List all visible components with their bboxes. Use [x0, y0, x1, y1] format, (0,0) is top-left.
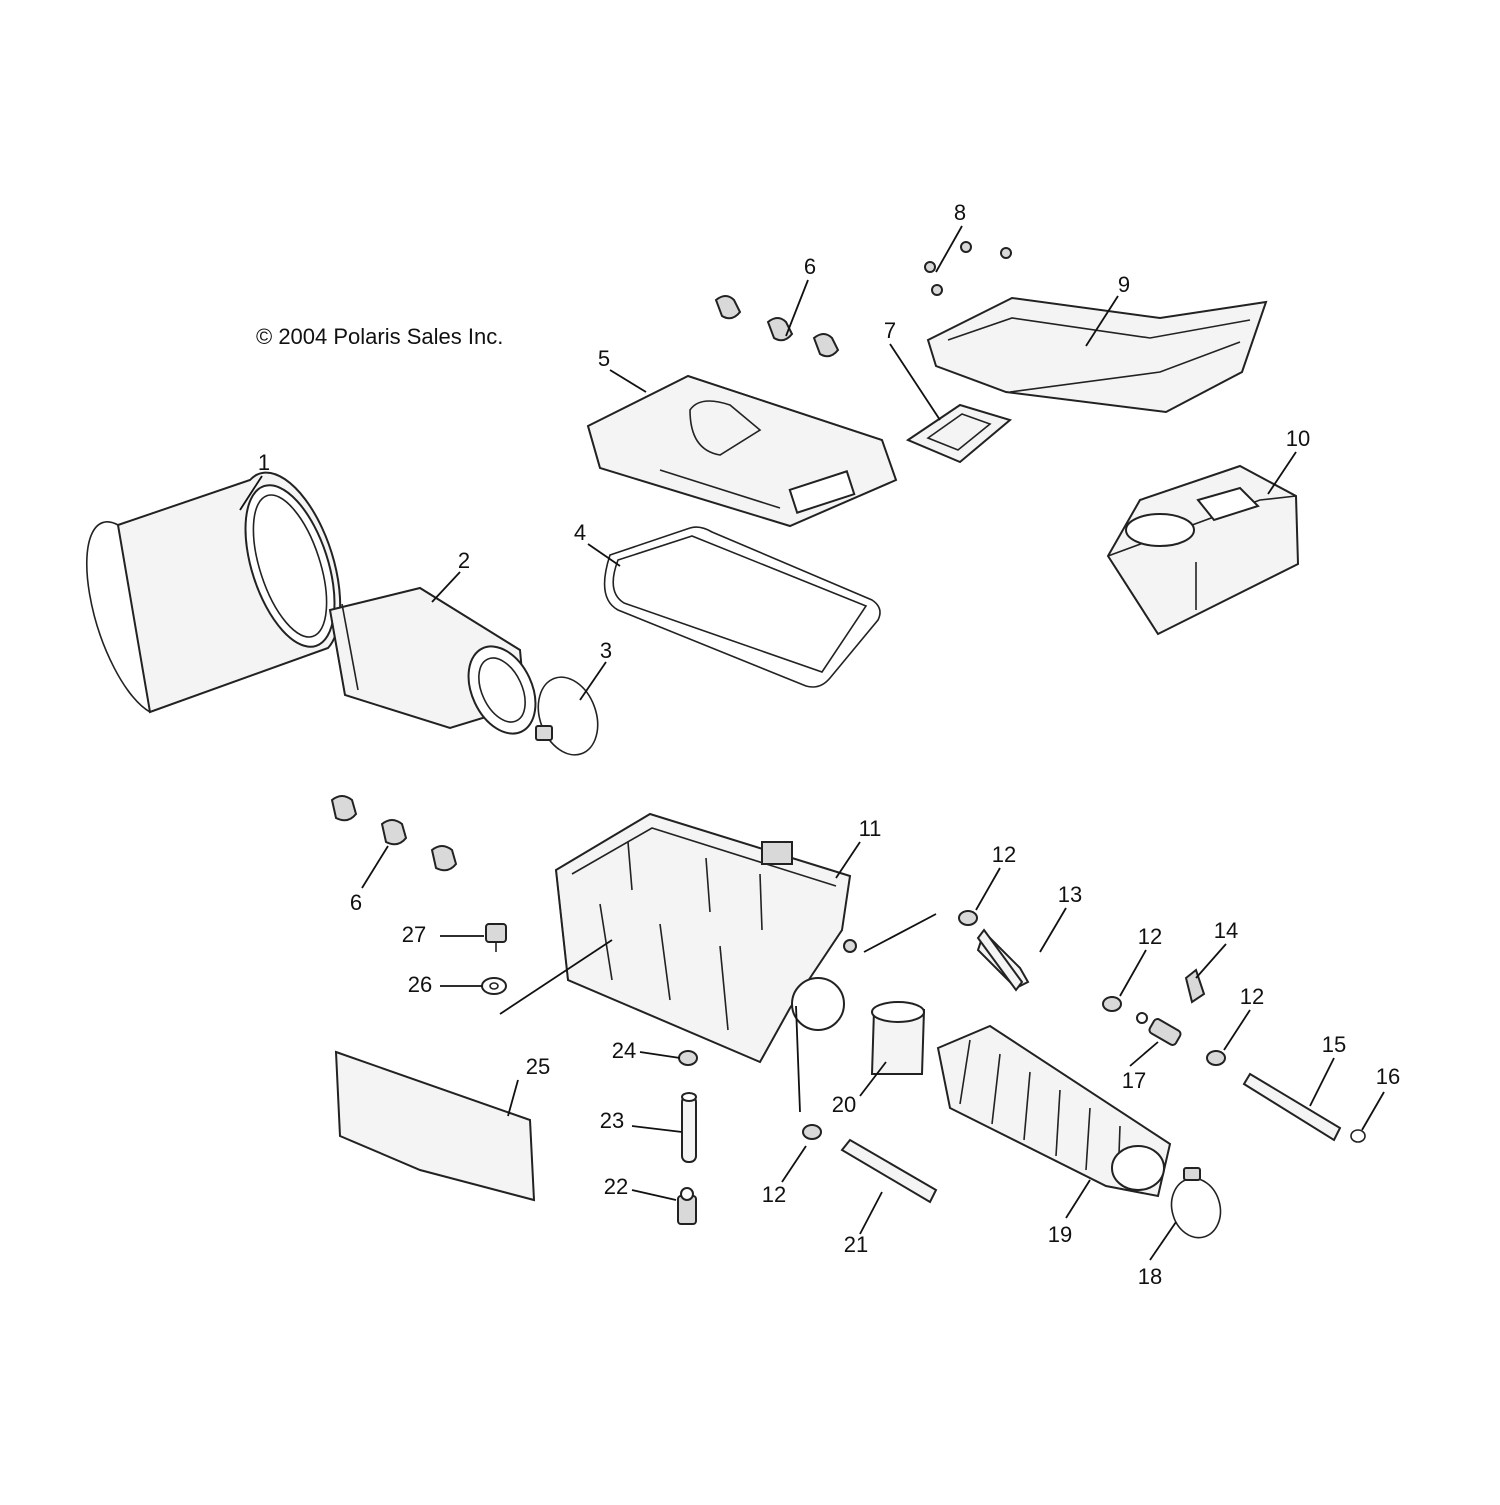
callout-27: 27	[402, 922, 426, 947]
part-7-plate	[905, 403, 1013, 464]
part-15-hose	[1242, 1072, 1342, 1142]
callout-7: 7	[884, 318, 896, 343]
part-26-washer	[481, 977, 507, 995]
part-13-hose	[976, 928, 1030, 992]
part-4-gasket	[603, 526, 881, 688]
callout-1: 1	[258, 450, 270, 475]
callout-20: 20	[832, 1092, 856, 1117]
callout-5: 5	[598, 346, 610, 371]
callout-6-top: 6	[804, 254, 816, 279]
callout-14: 14	[1214, 918, 1238, 943]
callout-25: 25	[526, 1054, 550, 1079]
part-11-airbox	[554, 812, 857, 1064]
callout-8: 8	[954, 200, 966, 225]
part-18-clamp	[1170, 1167, 1222, 1239]
part-21-hose	[840, 1138, 938, 1204]
part-17-fitting	[1136, 1012, 1182, 1046]
part-22-drain	[677, 1187, 697, 1225]
part-3-clamp	[535, 676, 599, 756]
callout-23: 23	[600, 1108, 624, 1133]
callout-13: 13	[1058, 882, 1082, 907]
part-14-clip	[1184, 968, 1206, 1004]
callout-9: 9	[1118, 272, 1130, 297]
callout-17: 17	[1122, 1068, 1146, 1093]
callout-22: 22	[604, 1174, 628, 1199]
callout-2: 2	[458, 548, 470, 573]
part-10-box	[1106, 464, 1300, 636]
part-24-clamp	[678, 1050, 698, 1066]
part-23-tube	[681, 1092, 697, 1163]
callout-10: 10	[1286, 426, 1310, 451]
part-16-clip	[1350, 1129, 1366, 1143]
callout-12-d: 12	[762, 1182, 786, 1207]
callout-12-c: 12	[1240, 984, 1264, 1009]
callout-18: 18	[1138, 1264, 1162, 1289]
callout-19: 19	[1048, 1222, 1072, 1247]
callout-26: 26	[408, 972, 432, 997]
part-20-ring	[870, 1001, 926, 1075]
callout-21: 21	[844, 1232, 868, 1257]
leader-lines	[239, 225, 1385, 1261]
part-6-clips-bottom	[330, 795, 458, 872]
part-2-air-filter	[328, 586, 537, 735]
part-12-clamps	[802, 910, 1226, 1140]
callout-12-b: 12	[1138, 924, 1162, 949]
callout-labels: 1 2 3 4 5 6 7 8 9 10 11 12 13 12 14 12 1…	[258, 200, 1400, 1289]
part-5-cover	[586, 374, 898, 528]
part-8-screws	[924, 241, 1012, 296]
callout-16: 16	[1376, 1064, 1400, 1089]
copyright-notice: © 2004 Polaris Sales Inc.	[256, 324, 504, 349]
part-1-prefilter	[85, 471, 342, 714]
callout-24: 24	[612, 1038, 636, 1063]
part-25-panel	[334, 1050, 536, 1202]
part-19-intake-hose	[936, 1024, 1172, 1198]
part-6-clips-top	[714, 295, 840, 358]
callout-3: 3	[600, 638, 612, 663]
callout-11: 11	[859, 816, 882, 841]
callout-15: 15	[1322, 1032, 1346, 1057]
part-9-duct	[926, 296, 1268, 414]
callout-6-bottom: 6	[350, 890, 362, 915]
part-27-bolt	[485, 923, 507, 952]
callout-12-a: 12	[992, 842, 1016, 867]
callout-4: 4	[574, 520, 586, 545]
